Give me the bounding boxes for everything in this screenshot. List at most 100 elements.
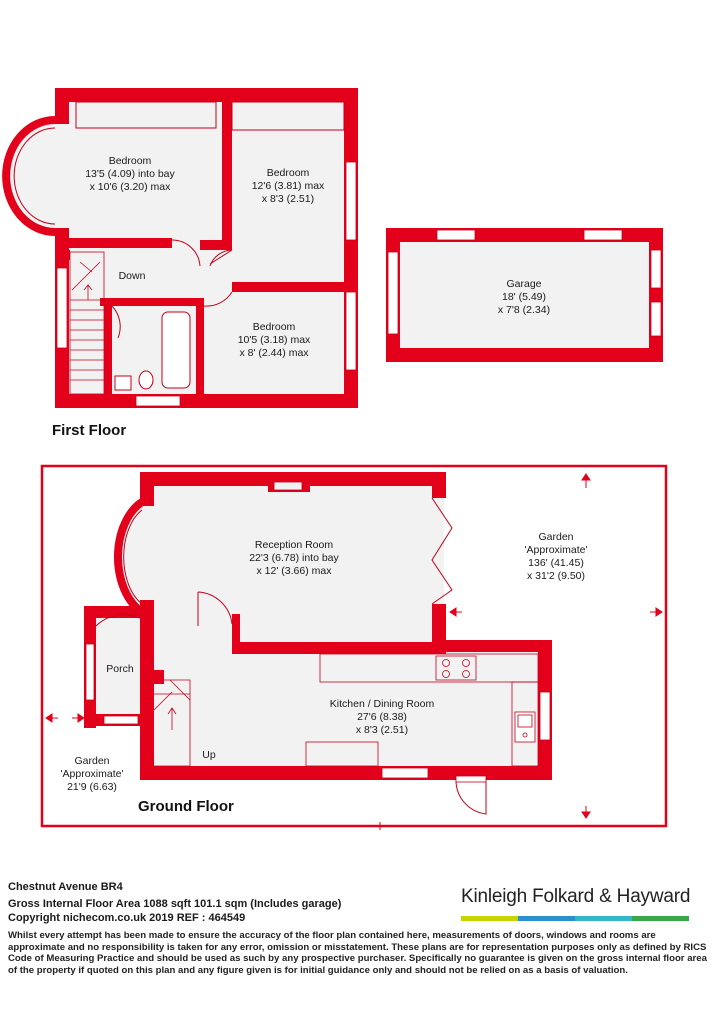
room-label-garden-rear: Garden 'Approximate' 136' (41.45) x 31'2… [525,531,588,582]
brand-bar-2 [518,916,575,921]
wall-reception-kitchen [232,642,446,654]
wall-bed2-bed3 [232,282,348,292]
window-stairs [56,267,68,349]
wall-hall-right [232,614,240,654]
garage-window-left [436,229,476,241]
svg-text:x 31'2 (9.50): x 31'2 (9.50) [527,570,585,582]
hob [435,655,477,681]
wall-stub [62,250,70,260]
wall-top [55,88,358,102]
wall-reception-right-top [432,472,446,498]
door-porch [95,614,141,627]
kitchen-worktop-top [319,653,539,683]
address: Chestnut Avenue BR4 [8,881,123,893]
bay-window-bedroom [2,116,56,236]
plot-boundary [40,464,668,828]
door-bed1 [171,239,201,267]
brand-bar-4 [632,916,689,921]
room-label-bedroom-2: Bedroom 12'6 (3.81) max x 8'3 (2.51) [252,167,325,205]
wall-bath-right [196,298,204,398]
garage-door [387,251,399,335]
kitchen-sink [514,711,536,743]
room-label-garden-front: Garden 'Approximate' 21'9 (6.63) [61,755,124,793]
wall-hall-left [140,630,154,780]
porch-front-door [103,715,139,725]
wall-left-top [55,88,69,124]
svg-text:22'3 (6.78) into bay: 22'3 (6.78) into bay [249,552,339,564]
stairs-first-floor [69,251,105,395]
first-floor-title: First Floor [52,422,126,439]
window-kitchen-side [539,691,551,741]
stairs-up-label: Up [202,749,216,761]
stairs-down-label: Down [119,270,146,282]
door-reception [197,591,233,625]
door-bathroom [111,305,121,339]
kitchen-floor [142,642,546,774]
sink [114,375,132,391]
brand-bar-1 [461,916,518,921]
svg-text:21'9 (6.63): 21'9 (6.63) [67,781,117,793]
bathtub [161,311,191,389]
svg-text:Reception Room: Reception Room [255,539,333,551]
svg-text:13'5 (4.09) into bay: 13'5 (4.09) into bay [85,168,175,180]
svg-text:x 8'3 (2.51): x 8'3 (2.51) [356,724,408,736]
room-label-reception: Reception Room 22'3 (6.78) into bay x 12… [249,539,339,577]
window-porch [85,643,95,701]
svg-text:x 8'3 (2.51): x 8'3 (2.51) [262,193,314,205]
wall-reception-left-top [140,472,154,506]
brand-bar-3 [575,916,632,921]
copyright: Copyright nichecom.co.uk 2019 REF : 4645… [8,912,246,924]
svg-text:136' (41.45): 136' (41.45) [528,557,584,569]
fireplace [273,481,303,491]
svg-text:'Approximate': 'Approximate' [61,768,124,780]
door-bed2 [209,249,233,267]
svg-text:Kitchen / Dining Room: Kitchen / Dining Room [330,698,435,710]
svg-text:x 10'6 (3.20) max: x 10'6 (3.20) max [90,181,172,193]
svg-text:10'5 (3.18) max: 10'5 (3.18) max [238,334,311,346]
garage: Garage 18' (5.49) x 7'8 (2.34) [386,228,663,362]
svg-text:x 8' (2.44) max: x 8' (2.44) max [239,347,309,359]
garage-window-right [583,229,623,241]
kitchen-worktop-right [511,681,539,767]
wall-bed1-bottom-right [200,240,232,250]
garage-label-length: 18' (5.49) [502,291,546,303]
stairs-ground-floor [153,679,191,767]
kitchen-unit-bottom [305,741,379,767]
garage-label-width: x 7'8 (2.34) [498,304,550,316]
door-back [455,779,487,815]
bay-window-reception [113,498,145,616]
garden-arrows [45,473,663,830]
window-bathroom [135,395,181,407]
room-label-kitchen: Kitchen / Dining Room 27'6 (8.38) x 8'3 … [330,698,435,736]
wall-bath-top [100,298,200,306]
room-label-bedroom-3: Bedroom 10'5 (3.18) max x 8' (2.44) max [238,321,311,359]
svg-text:x 12' (3.66) max: x 12' (3.66) max [257,565,333,577]
wall-bottom [55,394,358,408]
room-label-porch: Porch [106,663,134,675]
svg-text:Bedroom: Bedroom [253,321,296,333]
bay-window-inner [13,127,56,225]
ground-floor-title: Ground Floor [138,798,234,815]
agent-logo: Kinleigh Folkard & Hayward [461,886,691,907]
reception-floor [142,478,444,642]
wall-bed1-bottom [62,238,172,248]
garage-window-side-bottom [650,301,662,337]
svg-text:'Approximate': 'Approximate' [525,544,588,556]
wall-reception-top [140,472,446,486]
door-bed3 [203,291,233,307]
wall-kitchen-top [432,640,550,652]
wall-bath-left [104,298,112,398]
floor-plan: Bedroom 13'5 (4.09) into bay x 10'6 (3.2… [2,88,668,830]
window-bedroom2 [345,161,357,241]
toilet [138,370,154,390]
window-kitchen-rear [381,767,429,779]
window-bedroom3 [345,291,357,371]
garage-window-side-top [650,249,662,289]
svg-text:27'6 (8.38): 27'6 (8.38) [357,711,407,723]
svg-text:Bedroom: Bedroom [267,167,310,179]
ground-floor: Reception Room 22'3 (6.78) into bay x 12… [40,464,668,830]
garage-label-title: Garage [506,278,541,290]
svg-text:12'6 (3.81) max: 12'6 (3.81) max [252,180,325,192]
room-label-bedroom-1: Bedroom 13'5 (4.09) into bay x 10'6 (3.2… [85,155,175,193]
wardrobe-bed2 [231,101,345,131]
